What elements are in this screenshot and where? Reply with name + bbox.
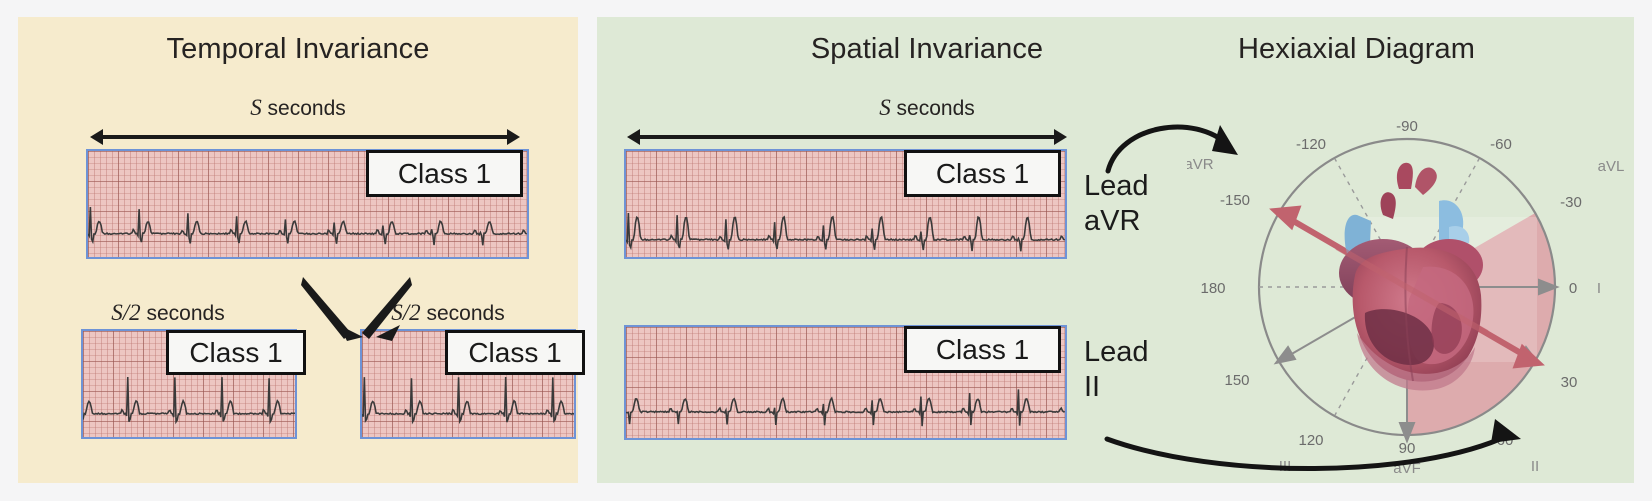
duration-label-full: S seconds — [18, 95, 578, 121]
arrow-head-left-icon — [90, 129, 103, 145]
hx-lead-i: I — [1597, 280, 1601, 297]
class-tag-half-left: Class 1 — [166, 330, 306, 375]
ecg-waveform — [88, 207, 527, 246]
duration-symbol-spatial: S — [879, 95, 891, 120]
lead-label-avr-line2: aVR — [1084, 205, 1141, 238]
hexaxial-lead-labels: aVR aVL I II aVF III — [1187, 156, 1624, 477]
ecg-waveform — [83, 376, 295, 425]
duration-label-half-left: S/2S/2 seconds seconds — [78, 300, 258, 326]
ecg-waveform — [626, 389, 1065, 427]
hx-angle--90: -90 — [1396, 118, 1418, 135]
hx-angle-180: 180 — [1200, 280, 1225, 297]
duration-label-spatial: S seconds — [597, 95, 1257, 121]
arrow-head-left-icon — [627, 129, 640, 145]
class-tag-ii: Class 1 — [904, 326, 1061, 373]
ecg-waveform — [626, 213, 1065, 252]
hx-angle--120: -120 — [1296, 136, 1326, 153]
class-tag-full: Class 1 — [366, 150, 523, 197]
split-arrows — [301, 277, 412, 341]
page-title-spatial: Spatial Invariance — [810, 33, 1044, 65]
class-tag-avr: Class 1 — [904, 150, 1061, 197]
arrow-head-right-icon — [1054, 129, 1067, 145]
lead-label-ii-line1: Lead — [1084, 336, 1149, 368]
arrow-head-right-icon — [507, 129, 520, 145]
hx-angle--60: -60 — [1490, 136, 1512, 153]
hx-angle-90: 90 — [1399, 440, 1416, 457]
hx-lead-avl: aVL — [1598, 158, 1625, 175]
duration-units: seconds — [261, 97, 346, 120]
hx-lead-avr: aVR — [1187, 156, 1214, 173]
hx-angle-120: 120 — [1298, 432, 1323, 449]
lead-label-ii: Lead II — [1084, 335, 1149, 406]
lead-label-avr-line1: Lead — [1084, 170, 1149, 202]
lead-label-ii-line2: II — [1084, 371, 1101, 404]
hexaxial-highlight-axes-overlay — [1335, 244, 1489, 336]
arrow-shaft — [99, 135, 511, 139]
duration-symbol-half-left: S/2 — [111, 300, 141, 325]
heart-illustration — [1339, 162, 1483, 391]
duration-label-half-right: S/2 seconds — [358, 300, 538, 326]
span-arrow-spatial — [627, 129, 1067, 145]
hx-angle-30: 30 — [1561, 374, 1578, 391]
page-title-hexiaxial: Hexiaxial Diagram — [1238, 33, 1475, 65]
page-title-temporal: Temporal Invariance — [166, 33, 430, 65]
curve-arrow-avr-icon — [1105, 124, 1238, 174]
panel-spatial-invariance: Spatial Invariance Hexiaxial Diagram S s… — [597, 17, 1634, 483]
ecg-waveform — [362, 377, 574, 425]
span-arrow-full — [90, 129, 520, 145]
lead-label-avr: Lead aVR — [1084, 169, 1149, 240]
hx-lead-ii: II — [1531, 458, 1539, 475]
duration-units-spatial: seconds — [890, 97, 975, 120]
class-tag-half-right: Class 1 — [445, 330, 585, 375]
panel-temporal-invariance: Temporal Invariance S seconds Class 1 S/… — [18, 17, 585, 483]
hx-angle--150: -150 — [1220, 192, 1250, 209]
duration-units-half-right-txt: seconds — [420, 302, 505, 325]
hx-angle--30: -30 — [1560, 194, 1582, 211]
duration-symbol: S — [250, 95, 262, 120]
duration-units-half-left-txt: seconds — [140, 302, 225, 325]
hx-angle-0: 0 — [1569, 280, 1577, 297]
arrow-shaft — [636, 135, 1058, 139]
curve-arrow-ii-icon — [1104, 419, 1521, 471]
hx-angle-150: 150 — [1224, 372, 1249, 389]
